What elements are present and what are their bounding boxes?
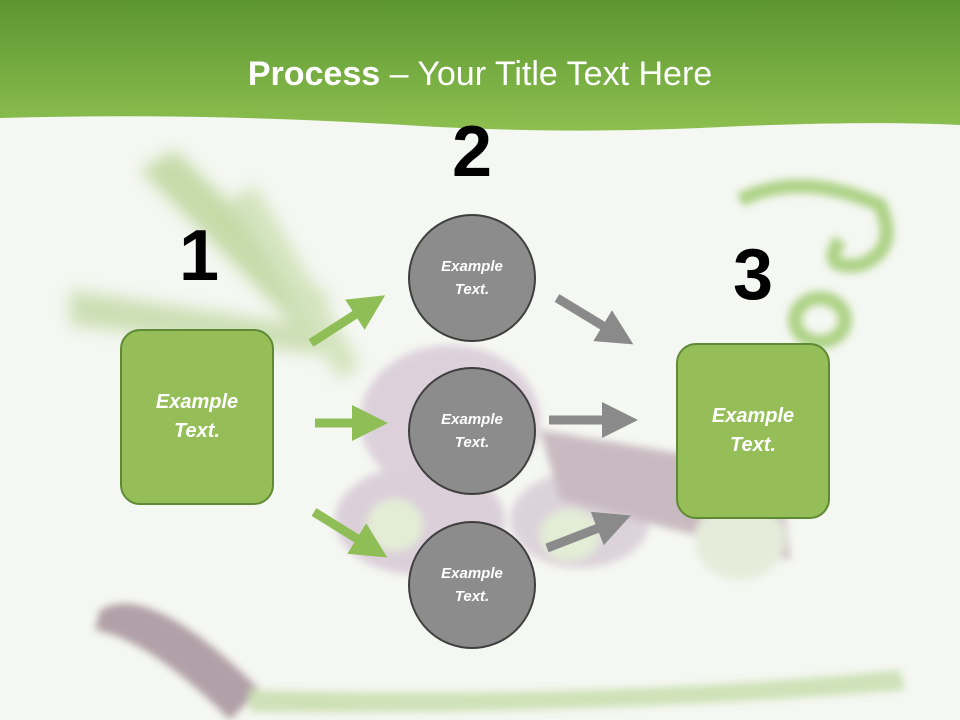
title-bold: Process bbox=[247, 55, 381, 93]
slide-title: Process – Your Title Text Here bbox=[0, 52, 960, 96]
step-2-circle-1: Example Text. bbox=[408, 214, 536, 342]
step-1-text: Example Text. bbox=[155, 391, 239, 442]
step-3-text: Example Text. bbox=[711, 405, 795, 456]
circle-1-text: Example Text. bbox=[441, 258, 503, 298]
step-number-3: 3 bbox=[732, 235, 774, 315]
circle-3-text: Example Text. bbox=[441, 565, 503, 605]
step-3-box: Example Text. bbox=[676, 343, 830, 519]
step-number-1: 1 bbox=[178, 216, 220, 296]
arrow-from-circle-1 bbox=[554, 294, 634, 345]
step-number-2: 2 bbox=[451, 112, 493, 192]
title-rest: – Your Title Text Here bbox=[380, 55, 713, 93]
circle-2-text: Example Text. bbox=[441, 411, 503, 451]
step-1-box: Example Text. bbox=[120, 329, 274, 505]
header-band bbox=[0, 0, 960, 131]
arrow-from-circle-3 bbox=[545, 511, 631, 553]
step-2-circle-2: Example Text. bbox=[408, 367, 536, 495]
step-2-circle-3: Example Text. bbox=[408, 521, 536, 649]
arrow-to-circle-1 bbox=[308, 295, 386, 347]
arrow-to-circle-3 bbox=[311, 508, 388, 558]
